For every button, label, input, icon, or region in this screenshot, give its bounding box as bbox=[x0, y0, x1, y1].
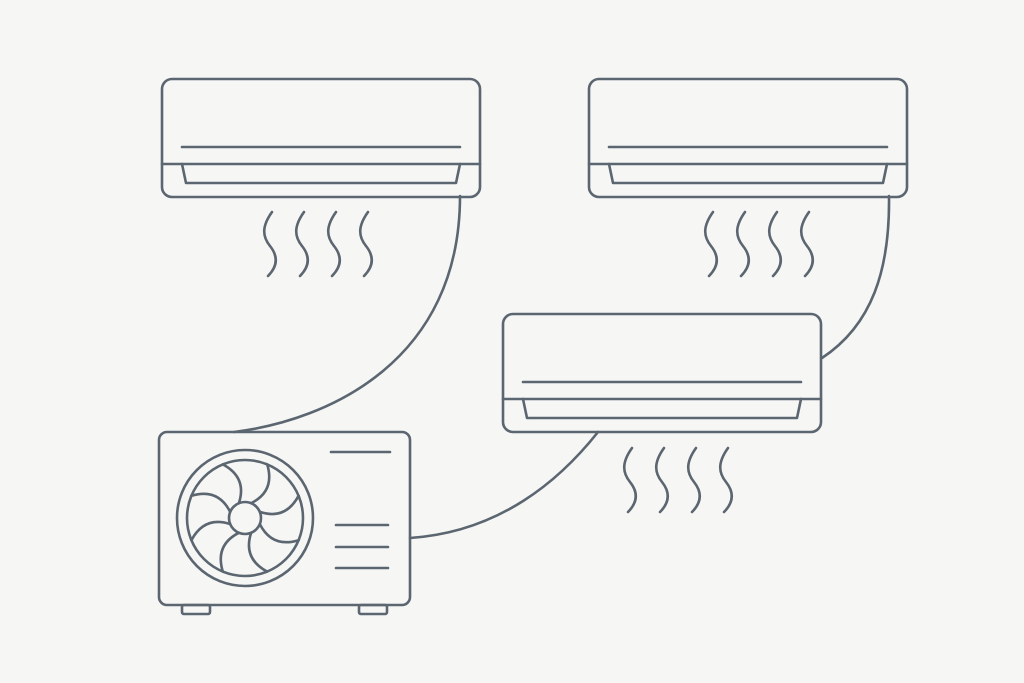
airflow-waves-icon bbox=[262, 210, 374, 278]
condenser-vent-lines bbox=[329, 450, 392, 570]
indoor-unit-middle-right bbox=[501, 312, 823, 434]
indoor-unit-body bbox=[501, 312, 823, 434]
fan-blade bbox=[247, 531, 269, 573]
fan-blade bbox=[221, 463, 243, 505]
airflow-waves-icon bbox=[622, 446, 734, 514]
indoor-unit-top-left bbox=[160, 77, 482, 199]
fan-blade bbox=[249, 463, 271, 505]
indoor-unit-top-right bbox=[587, 77, 909, 199]
airflow-waves-icon bbox=[703, 210, 815, 278]
line-outdoor-to-top-left bbox=[232, 194, 462, 434]
condenser-body bbox=[157, 430, 412, 607]
refrigerant-lines bbox=[232, 194, 891, 540]
fan-blade bbox=[219, 531, 241, 573]
line-middle-right-to-top-right bbox=[820, 194, 891, 360]
condenser-fan-icon bbox=[175, 448, 315, 588]
indoor-unit-louver bbox=[607, 162, 889, 185]
fan-blade bbox=[190, 492, 232, 514]
indoor-unit-louver bbox=[180, 162, 462, 185]
condenser-foot-left bbox=[180, 603, 212, 616]
fan-blade bbox=[258, 522, 300, 544]
outdoor-condenser-unit bbox=[157, 430, 412, 616]
indoor-unit-body bbox=[587, 77, 909, 199]
fan-blade bbox=[258, 494, 300, 516]
condenser-foot-right bbox=[357, 603, 389, 616]
indoor-unit-body bbox=[160, 77, 482, 199]
indoor-unit-louver bbox=[521, 397, 803, 420]
line-outdoor-to-middle-right bbox=[408, 430, 600, 540]
fan-blade bbox=[190, 520, 232, 542]
